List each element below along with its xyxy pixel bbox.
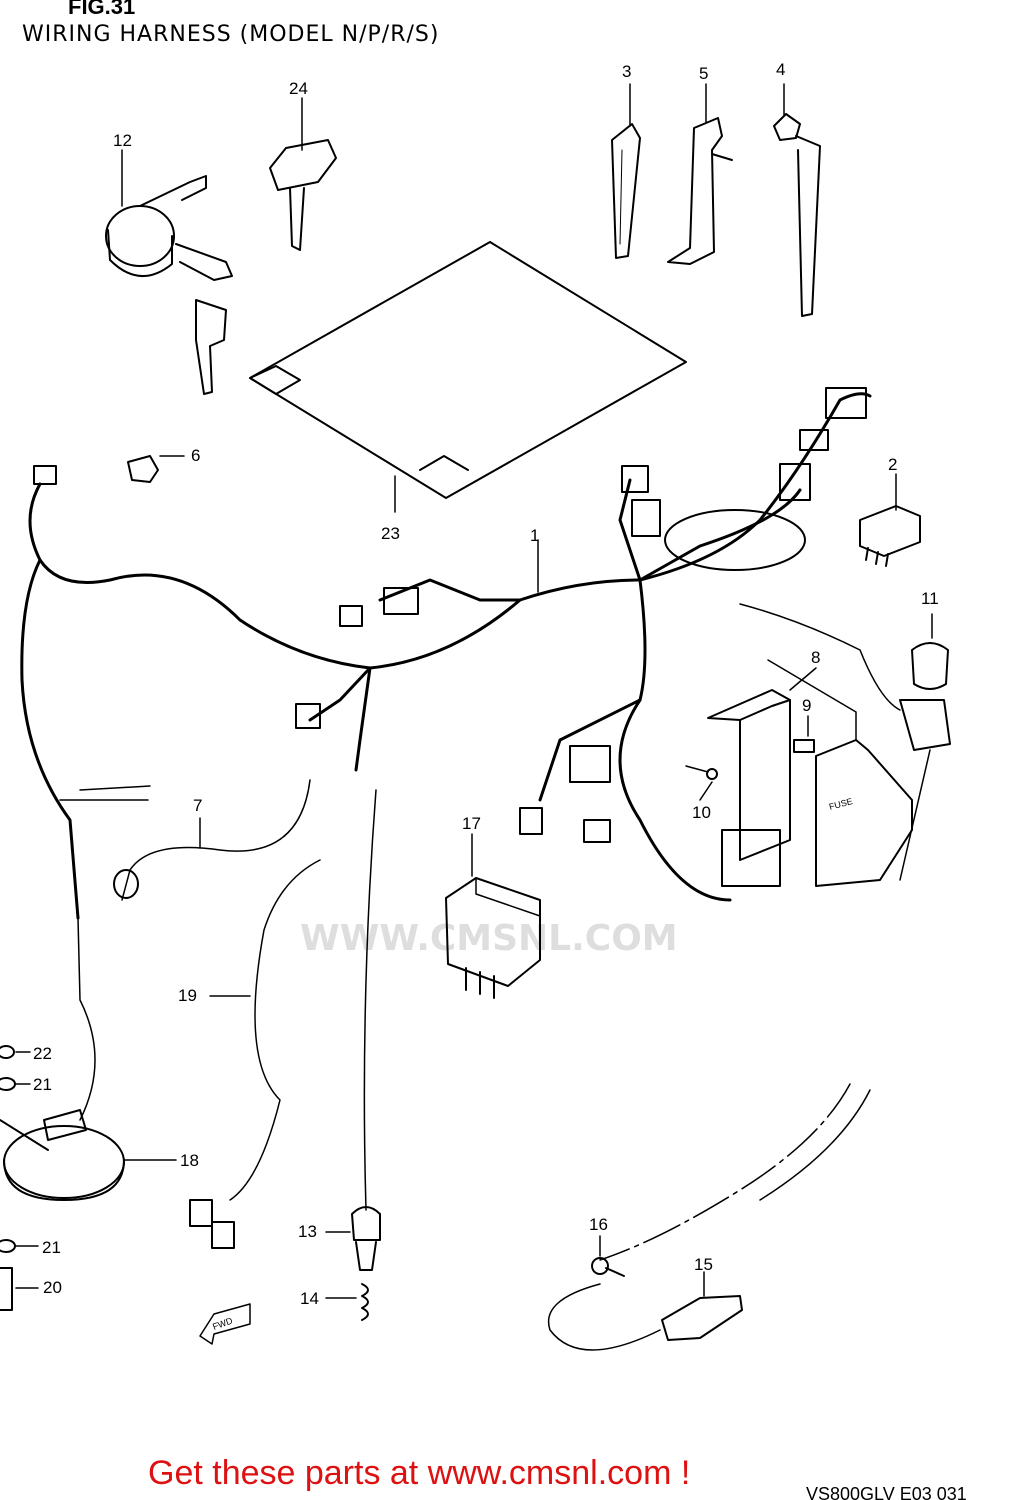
callout-12: 12 [113,131,132,150]
part-2-relay [859,473,921,567]
callout-20: 20 [43,1278,62,1297]
watermark: WWW.CMSNL.COM [300,918,678,959]
part-12-ignition-switch [105,149,233,395]
callout-3: 3 [622,62,632,81]
promo-text: Get these parts at www.cmsnl.com ! [148,1454,691,1492]
part-1-main-harness [20,392,872,920]
part-6-clamp [127,455,185,483]
harness-connectors [33,387,867,843]
callout-7: 7 [193,796,203,815]
part-15-sensor-lead [547,1083,871,1351]
figure-subtitle: WIRING HARNESS (MODEL N/P/R/S) [22,22,440,47]
callout-18: 18 [180,1151,199,1170]
part-17-relay [445,833,541,999]
callout-9: 9 [802,696,812,715]
part-16-bolt [591,1235,625,1277]
part-11-switch [739,603,951,881]
callout-11: 11 [921,589,939,608]
callout-6: 6 [191,446,201,465]
part-13-brake-switch [325,789,381,1271]
callout-2: 2 [888,455,898,474]
part-3-clamp [611,83,641,259]
callout-16: 16 [589,1215,608,1234]
part-24-key [269,97,337,251]
part-19-lead [189,859,321,1249]
part-23-manual [249,241,687,513]
callout-5: 5 [699,64,709,83]
callout-17: 17 [462,814,481,833]
callout-1: 1 [530,526,540,545]
callout-14: 14 [300,1289,319,1308]
callout-8: 8 [811,648,821,667]
callout-13: 13 [298,1222,317,1241]
part-7-lead [59,779,311,901]
figure-title: FIG.31 [68,0,136,19]
part-5-clamp [667,83,733,265]
leader-lines [699,667,817,801]
part-9-fuse [793,739,815,753]
callout-24: 24 [289,79,308,98]
callout-15: 15 [694,1255,713,1274]
fwd-arrow [199,1303,251,1345]
callout-10: 10 [692,803,711,822]
callout-23: 23 [381,524,400,543]
hardware-20-21-22 [0,1045,39,1311]
callout-22: 22 [33,1044,52,1063]
callout-19: 19 [178,986,197,1005]
part-8-fuse-box [707,659,913,887]
callout-4: 4 [776,60,786,79]
callout-21-lower: 21 [42,1238,61,1257]
part-4-tie-band [773,83,821,317]
callout-21-upper: 21 [33,1075,52,1094]
drawing-code: VS800GLV E03 031 [806,1484,967,1500]
fuse-cover-label: FUSE [828,796,854,812]
part-18-horn [0,917,177,1201]
part-10-screw [685,765,718,780]
part-14-spring [325,1283,369,1321]
